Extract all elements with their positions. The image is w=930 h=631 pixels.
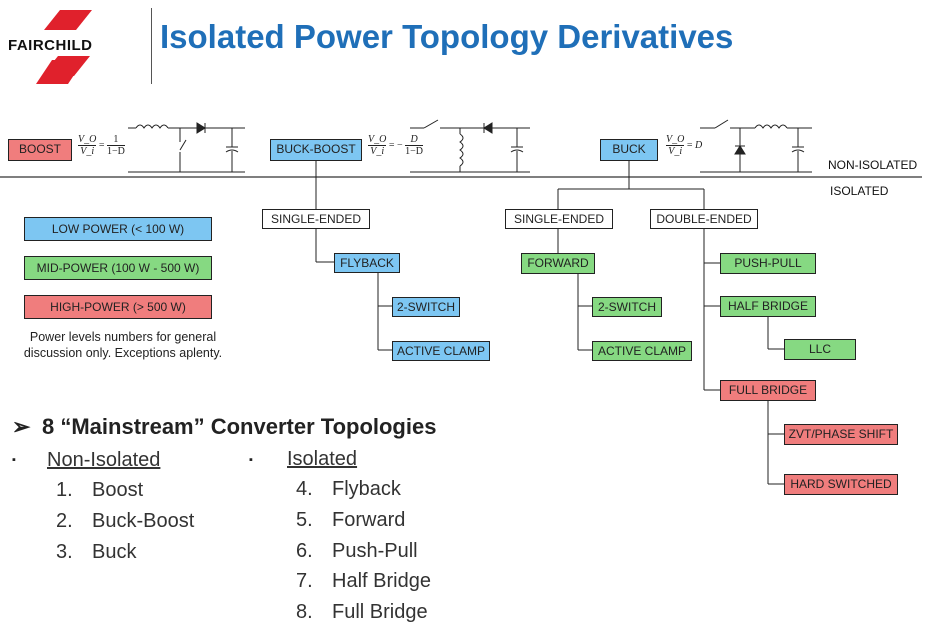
flyback-2-switch-node: 2-SWITCH [392, 297, 460, 317]
list-item: 2.Buck-Boost [56, 510, 195, 532]
list-item: 7.Half Bridge [296, 570, 431, 592]
zvt-phase-shift-node: ZVT/PHASE SHIFT [784, 424, 898, 445]
summary-heading: ➢ 8 “Mainstream” Converter Topologies [12, 414, 436, 440]
buck-boost-box: BUCK-BOOST [270, 139, 362, 161]
page-title: Isolated Power Topology Derivatives [160, 18, 734, 55]
legend-low-power: LOW POWER (< 100 W) [24, 217, 212, 241]
header-divider [151, 8, 152, 84]
flyback-node: FLYBACK [334, 253, 400, 273]
list-item: 3.Buck [56, 541, 137, 563]
forward-node: FORWARD [521, 253, 595, 274]
list-item: 4.Flyback [296, 478, 401, 500]
list-item: 5.Forward [296, 509, 406, 531]
half-bridge-node: HALF BRIDGE [720, 296, 816, 317]
square-bullet-icon: ▪ [249, 454, 253, 466]
legend-mid-power: MID-POWER (100 W - 500 W) [24, 256, 212, 280]
push-pull-node: PUSH-PULL [720, 253, 816, 274]
isolated-subtitle: Isolated [287, 448, 358, 470]
single-ended-node-1: SINGLE-ENDED [262, 209, 370, 229]
llc-node: LLC [784, 339, 856, 360]
boost-box: BOOST [8, 139, 72, 161]
buck-box: BUCK [600, 139, 658, 161]
summary-heading-text: 8 “Mainstream” Converter Topologies [42, 414, 437, 439]
boost-circuit-icon [128, 122, 245, 173]
double-ended-node: DOUBLE-ENDED [650, 209, 758, 229]
fairchild-logo-icon [36, 10, 92, 84]
logo-wordmark: FAIRCHILD [8, 37, 93, 54]
forward-active-clamp-node: ACTIVE CLAMP [592, 341, 692, 361]
forward-2-switch-node: 2-SWITCH [592, 297, 662, 317]
non-isolated-subtitle: Non-Isolated [47, 449, 161, 471]
hard-switched-node: HARD SWITCHED [784, 474, 898, 495]
list-item: 1.Boost [56, 479, 144, 501]
square-bullet-icon: ▪ [12, 454, 16, 466]
single-ended-node-2: SINGLE-ENDED [505, 209, 613, 229]
legend-high-power: HIGH-POWER (> 500 W) [24, 295, 212, 319]
non-isolated-label: NON-ISOLATED [828, 158, 918, 172]
list-item: 6.Push-Pull [296, 540, 418, 562]
legend-note: Power levels numbers for general discuss… [23, 330, 223, 360]
buck-boost-circuit-icon [410, 119, 530, 173]
arrow-bullet-icon: ➢ [12, 414, 31, 439]
list-item: 8.Full Bridge [296, 601, 428, 623]
flyback-active-clamp-node: ACTIVE CLAMP [392, 341, 490, 361]
full-bridge-node: FULL BRIDGE [720, 380, 816, 401]
isolated-label: ISOLATED [830, 184, 889, 198]
buck-circuit-icon [700, 119, 812, 173]
